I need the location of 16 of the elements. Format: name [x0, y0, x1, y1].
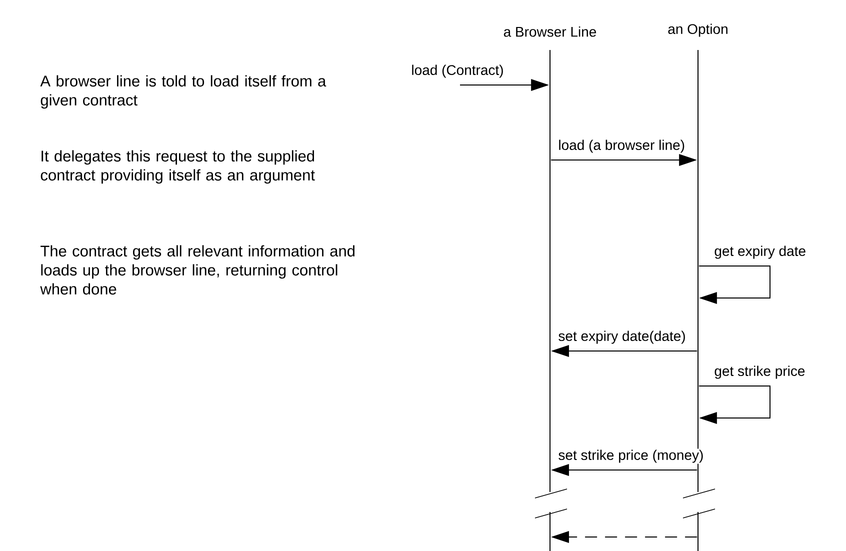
note-text: It delegates this request to the supplied contract providing itself as an argument: [40, 150, 315, 184]
message-label: set expiry date(date): [557, 330, 687, 345]
message-label: load (a browser line): [557, 138, 686, 154]
message-label: set strike price (money): [557, 448, 705, 464]
message-arrow: [550, 530, 698, 543]
message-arrow: [550, 344, 698, 357]
message-label: load (Contract): [410, 64, 505, 79]
message-label: get strike price: [713, 364, 806, 380]
message-label: get expiry date: [713, 244, 808, 260]
message-arrow: [698, 385, 770, 424]
note-text: The contract gets all relevant information and loads up the browser line, returning control when done: [40, 245, 354, 295]
message-arrow: [698, 265, 770, 304]
message-arrow: [550, 464, 698, 476]
note-text: A browser line is told to load itself from a given contract: [40, 75, 326, 109]
message-arrow: [460, 79, 550, 91]
message-arrow: [550, 154, 698, 166]
